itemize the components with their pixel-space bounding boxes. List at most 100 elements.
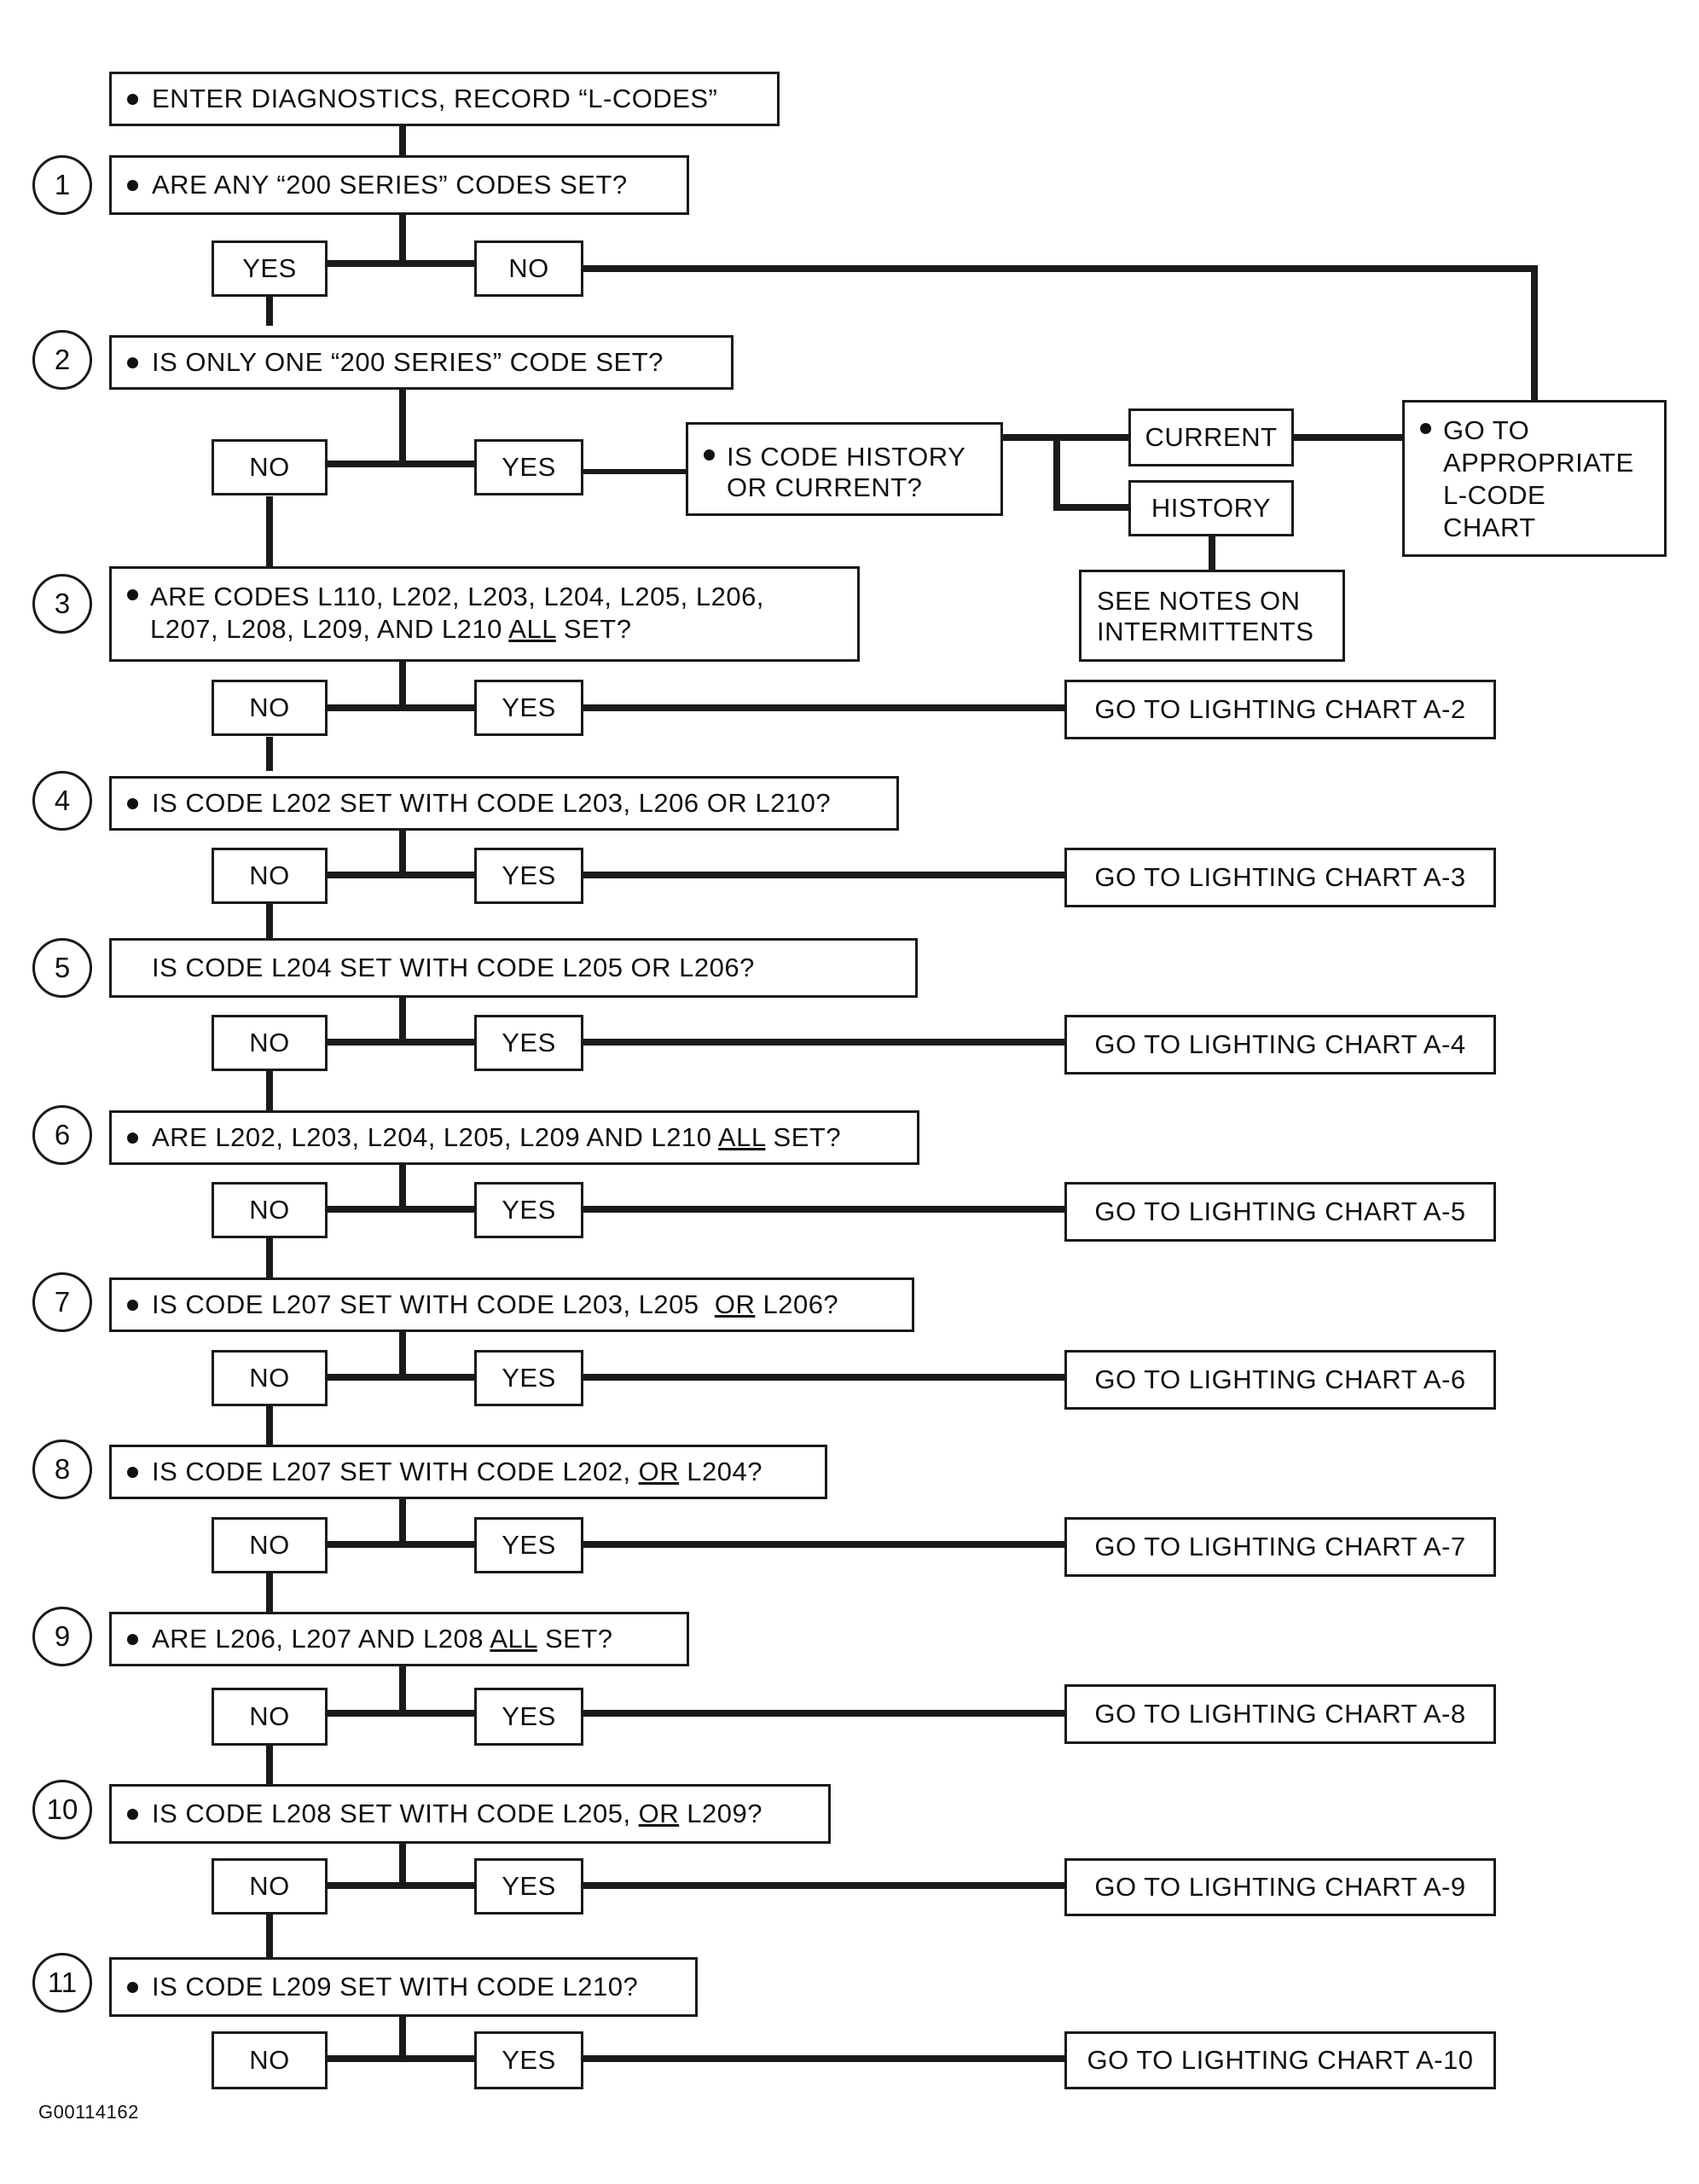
connector-line (1531, 265, 1538, 402)
question-box-3: ARE CODES L110, L202, L203, L204, L205, … (109, 566, 860, 662)
question-text: IS CODE L209 SET WITH CODE L210? (152, 1972, 639, 2002)
destination-chart-a6: GO TO LIGHTING CHART A-6 (1064, 1350, 1496, 1410)
step-number-3: 3 (32, 574, 92, 634)
answer-no-8: NO (212, 1517, 328, 1573)
figure-id: G00114162 (38, 2101, 139, 2123)
question-text: IS CODE L204 SET WITH CODE L205 OR L206? (152, 953, 755, 982)
connector-line (399, 125, 406, 159)
answer-no-10: NO (212, 1858, 328, 1915)
connector-line (1002, 434, 1128, 441)
question-box-11: IS CODE L209 SET WITH CODE L210? (109, 1957, 698, 2017)
connector-line (399, 829, 406, 875)
connector-line (266, 1071, 273, 1114)
connector-line (328, 461, 474, 467)
answer-yes-9: YES (474, 1688, 583, 1746)
question-box-8: IS CODE L207 SET WITH CODE L202, OR L204… (109, 1445, 827, 1499)
step-number-6: 6 (32, 1105, 92, 1165)
connector-line (583, 704, 1064, 711)
connector-line (266, 290, 273, 326)
connector-line (399, 1666, 406, 1712)
question-box-6: ARE L202, L203, L204, L205, L209 AND L21… (109, 1110, 919, 1165)
connector-line (266, 904, 273, 947)
emphasis-all: ALL (490, 1624, 537, 1654)
destination-chart-a5: GO TO LIGHTING CHART A-5 (1064, 1182, 1496, 1242)
question-text: ARE ANY “200 SERIES” CODES SET? (152, 170, 628, 200)
bullet-icon (127, 1299, 138, 1311)
lcode-chart-box: GO TO APPROPRIATE L-CODE CHART (1402, 400, 1667, 557)
bullet-icon (127, 589, 138, 600)
emphasis-or: OR (714, 1289, 756, 1319)
answer-yes-5: YES (474, 1015, 583, 1071)
step-number-7: 7 (32, 1272, 92, 1332)
destination-chart-a8: GO TO LIGHTING CHART A-8 (1064, 1684, 1496, 1744)
connector-line (328, 1541, 474, 1548)
question-text: ARE L206, L207 AND L208 ALL SET? (152, 1624, 613, 1654)
current-box: CURRENT (1128, 408, 1294, 466)
destination-chart-a4: GO TO LIGHTING CHART A-4 (1064, 1015, 1496, 1075)
answer-no-11: NO (212, 2031, 328, 2089)
question-box-7: IS CODE L207 SET WITH CODE L203, L205 OR… (109, 1277, 914, 1332)
bullet-icon (127, 356, 138, 368)
connector-line (328, 704, 474, 711)
answer-yes-7: YES (474, 1350, 583, 1406)
history-box: HISTORY (1128, 480, 1294, 536)
step-number-2: 2 (32, 330, 92, 390)
connector-line (266, 737, 273, 771)
step-number-11: 11 (32, 1953, 92, 2013)
connector-line (328, 1710, 474, 1717)
connector-line (583, 1541, 1064, 1548)
connector-line (399, 214, 406, 265)
connector-line (328, 1039, 474, 1046)
bullet-icon (127, 93, 138, 105)
connector-line (328, 1206, 474, 1213)
connector-line (328, 1882, 474, 1889)
connector-line (399, 1498, 406, 1544)
question-box-9: ARE L206, L207 AND L208 ALL SET? (109, 1612, 689, 1666)
connector-line (328, 260, 474, 267)
question-box-5: IS CODE L204 SET WITH CODE L205 OR L206? (109, 938, 918, 998)
connector-line (399, 662, 406, 708)
connector-line (583, 2055, 1064, 2062)
connector-line (583, 1710, 1064, 1717)
connector-line (328, 872, 474, 878)
answer-yes-10: YES (474, 1858, 583, 1915)
connector-line (583, 1374, 1064, 1381)
connector-line (266, 1238, 273, 1281)
connector-line (1294, 434, 1402, 441)
step-number-9: 9 (32, 1607, 92, 1666)
question-text: IS CODE L207 SET WITH CODE L202, OR L204… (152, 1457, 763, 1486)
bullet-icon (127, 179, 138, 191)
connector-line (266, 1915, 273, 1966)
connector-line (1053, 504, 1128, 511)
connector-line (399, 1331, 406, 1377)
step-number-5: 5 (32, 938, 92, 998)
bullet-icon (127, 1808, 138, 1820)
answer-yes-8: YES (474, 1517, 583, 1573)
step-number-10: 10 (32, 1780, 92, 1839)
question-text: IS CODE L207 SET WITH CODE L203, L205 OR… (152, 1289, 839, 1319)
emphasis-all: ALL (717, 1122, 766, 1152)
emphasis-or: OR (638, 1457, 680, 1486)
destination-chart-a2: GO TO LIGHTING CHART A-2 (1064, 680, 1496, 739)
question-box-10: IS CODE L208 SET WITH CODE L205, OR L209… (109, 1784, 831, 1844)
connector-line (583, 469, 686, 474)
question-text: IS CODE L208 SET WITH CODE L205, OR L209… (152, 1799, 763, 1828)
answer-no-7: NO (212, 1350, 328, 1406)
connector-line (399, 389, 406, 466)
bullet-icon (1420, 423, 1431, 434)
connector-line (399, 1163, 406, 1209)
connector-line (266, 1406, 273, 1449)
intermittents-box: SEE NOTES ON INTERMITTENTS (1079, 570, 1345, 662)
bullet-icon (127, 797, 138, 809)
step-number-8: 8 (32, 1440, 92, 1499)
step-number-1: 1 (32, 155, 92, 215)
answer-no-1: NO (474, 240, 583, 297)
answer-no-4: NO (212, 848, 328, 904)
emphasis-or: OR (638, 1799, 680, 1828)
connector-line (399, 2016, 406, 2059)
history-question-box: IS CODE HISTORY OR CURRENT? (686, 422, 1003, 516)
connector-line (266, 496, 273, 572)
question-box-2: IS ONLY ONE “200 SERIES” CODE SET? (109, 335, 734, 390)
emphasis-all: ALL (508, 614, 556, 644)
question-box-4: IS CODE L202 SET WITH CODE L203, L206 OR… (109, 776, 899, 831)
